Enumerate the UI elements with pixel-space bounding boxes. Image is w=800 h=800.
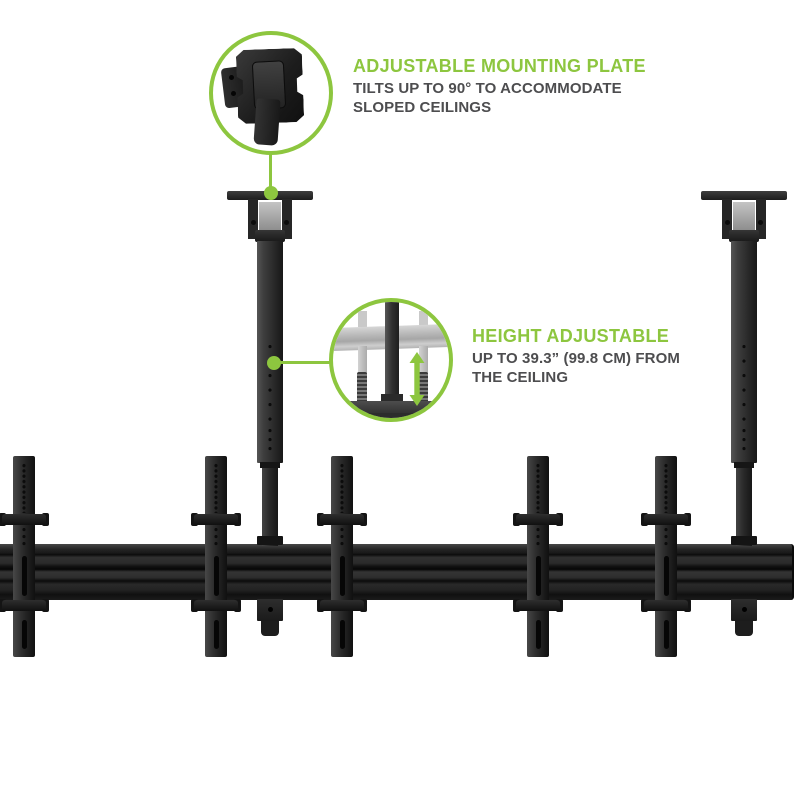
pole-rail-clamp [257,536,283,545]
spring-screw [418,372,428,410]
callout-circle-mounting-plate [209,31,333,155]
bracket-slot [213,620,219,649]
pivot-bolt [284,220,289,225]
bracket-clamp [2,600,46,611]
height-adjust-diagram-icon [333,302,449,418]
pole-foot [261,621,279,636]
mini-rail-lowered [335,401,447,413]
tilt-arm [248,199,258,239]
pole-lower-tube [736,468,752,546]
bracket-hole-column [22,463,26,513]
mounting-plate-screw [231,91,236,96]
up-down-arrow-icon [409,352,425,406]
callout-connector-line [269,152,272,192]
bracket-slot [213,556,219,596]
bracket-clamp [644,514,688,525]
bracket-hole-column [340,463,344,513]
bracket-hole-column [664,463,668,513]
pole-hole-column [268,344,272,428]
feature-description-line: UP TO 39.3” (99.8 CM) FROM [472,350,680,367]
bracket-hole-column [22,527,26,548]
bracket-slot [663,620,669,649]
bracket-slot [339,556,345,596]
mini-pole-base [381,394,403,403]
pole-rail-clamp [731,536,757,545]
mount-bolt [267,607,273,612]
tilt-bracket-inner [259,202,281,230]
bracket-hole-column [536,527,540,548]
pole-hole-column [742,428,746,456]
bracket-slot [535,620,541,649]
pivot-bolt [725,220,730,225]
bracket-clamp [194,600,238,611]
bracket-hole-column [340,527,344,548]
ceiling-plate [701,191,787,200]
feature-description-line: TILTS UP TO 90° TO ACCOMMODATE [353,80,622,97]
ghost-bracket [419,346,428,374]
spring-screw [357,372,367,410]
mini-rail-lowered-lip [344,413,438,418]
tilt-collar [729,230,759,242]
bracket-hole-column [214,527,218,548]
feature-title: HEIGHT ADJUSTABLE [472,326,670,346]
pole-joint [260,462,280,468]
callout-anchor-dot [267,356,281,370]
mounting-plate-arm [253,98,281,146]
bracket-hole-column [536,463,540,513]
pole-hole-column [742,344,746,428]
pole-hole-column [268,428,272,456]
callout-connector-line [278,361,331,364]
ghost-bracket-top [358,311,367,327]
bracket-clamp [2,514,46,525]
ghost-bracket [358,346,367,374]
feature-title: ADJUSTABLE MOUNTING PLATE [353,56,646,76]
bracket-slot [339,620,345,649]
tilt-bracket-inner [733,202,755,230]
bracket-slot [663,556,669,596]
bracket-slot [535,556,541,596]
tilt-arm [756,199,766,239]
callout-circle-height-adjustable [329,298,453,422]
bracket-hole-column [664,527,668,548]
bracket-clamp [516,600,560,611]
callout-anchor-dot [264,186,278,200]
feature-description-line: THE CEILING [472,369,569,386]
bracket-slot [21,620,27,649]
pivot-bolt [251,220,256,225]
bracket-slot [21,556,27,596]
bracket-hole-column [214,463,218,513]
ghost-bracket-top [419,311,428,327]
mounting-plate-photo-icon [213,35,329,151]
bracket-clamp [194,514,238,525]
bracket-clamp [516,514,560,525]
feature-text-height-adjustable: HEIGHT ADJUSTABLE UP TO 39.3” (99.8 CM) … [472,325,680,387]
pole-joint [734,462,754,468]
bracket-clamp [320,514,364,525]
pole-foot [735,621,753,636]
feature-description-line: SLOPED CEILINGS [353,99,492,116]
bracket-clamp [644,600,688,611]
mounting-plate-screw [229,75,234,80]
mount-bolt [741,607,747,612]
pole-lower-tube [262,468,278,546]
tilt-collar [255,230,285,242]
feature-text-mounting-plate: ADJUSTABLE MOUNTING PLATE TILTS UP TO 90… [353,55,646,117]
bracket-clamp [320,600,364,611]
tilt-arm [722,199,732,239]
tilt-arm [282,199,292,239]
mini-pole [385,302,399,398]
pivot-bolt [758,220,763,225]
